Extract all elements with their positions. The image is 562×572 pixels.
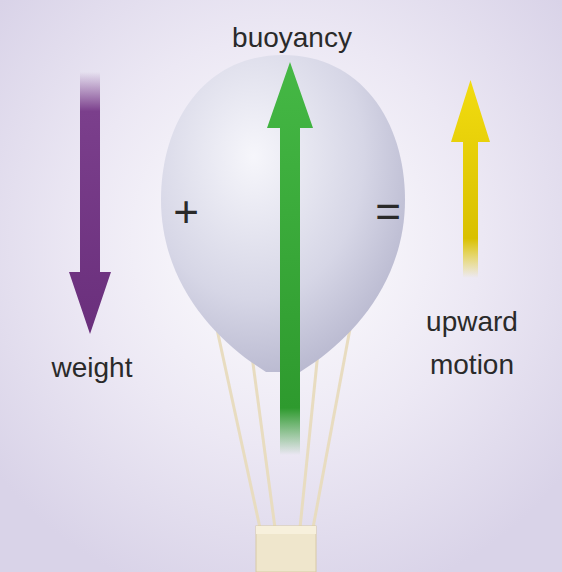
force-label: buoyancy: [212, 16, 372, 59]
plus-sign: +: [161, 178, 211, 246]
equals-sign: =: [363, 178, 413, 246]
result-label: upward motion: [416, 300, 528, 387]
force-label: weight: [22, 346, 162, 389]
